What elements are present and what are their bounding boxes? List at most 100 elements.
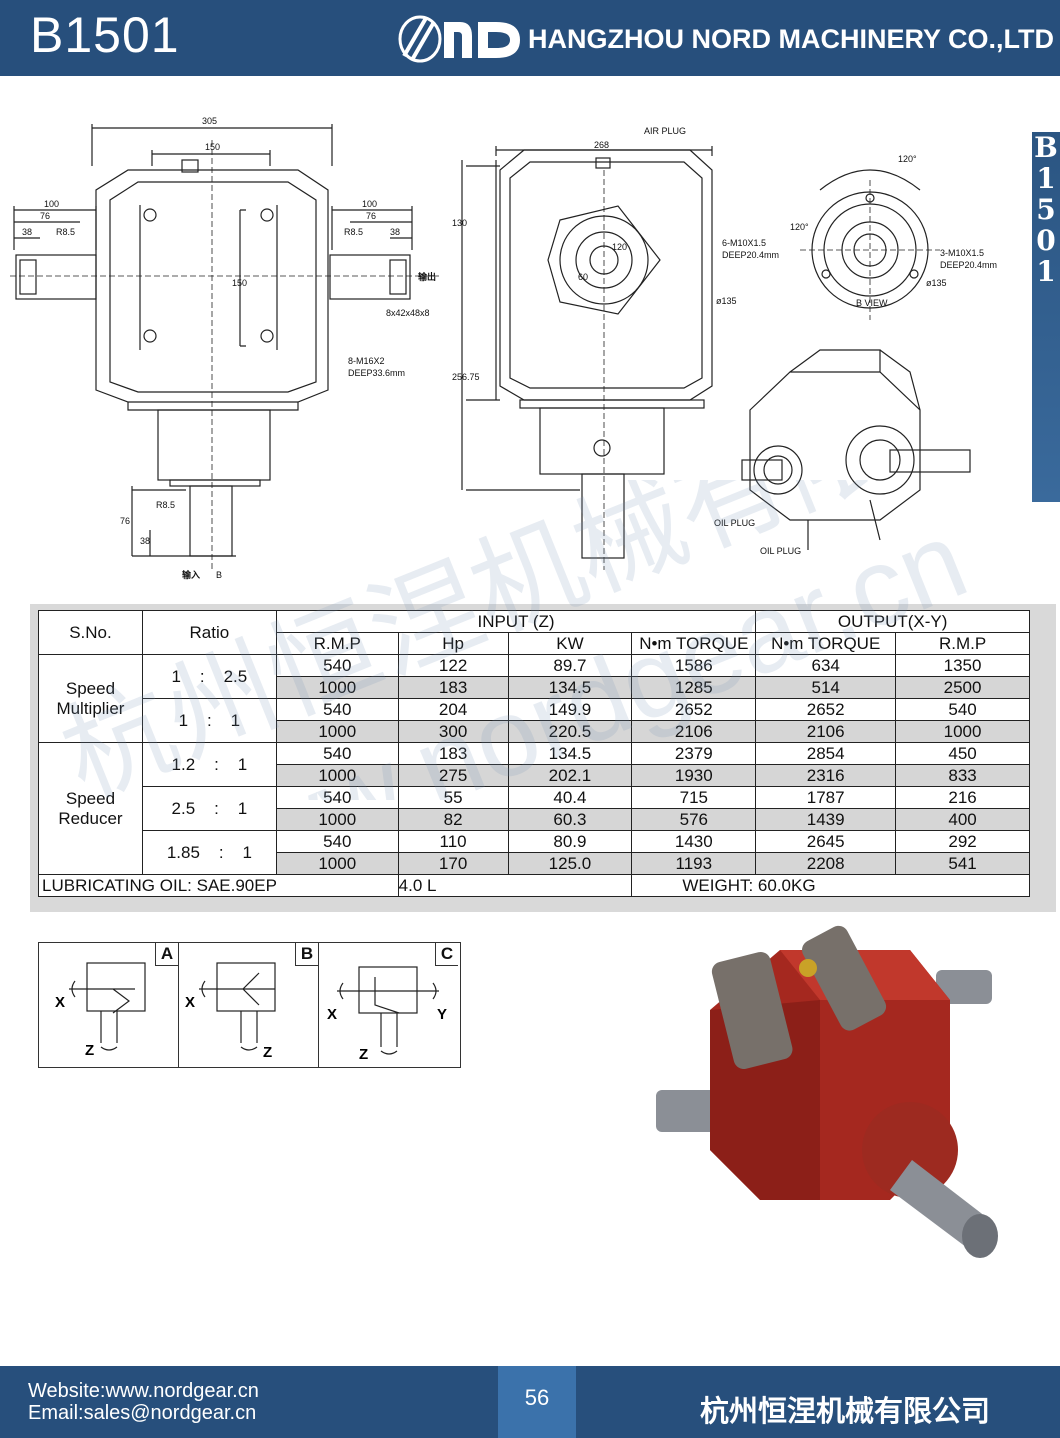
ratio-sep: : xyxy=(199,666,205,686)
cell: 89.7 xyxy=(507,654,633,677)
cell: 1000 xyxy=(275,764,399,787)
header-bar: B1501 HANGZHOU NORD MACHINERY CO.,LTD xyxy=(0,0,1060,76)
cell: 715 xyxy=(631,786,757,809)
cell: 2379 xyxy=(631,742,757,765)
ratio-a: 1.85 xyxy=(166,842,200,862)
diagram-c: C X Y Z xyxy=(319,943,458,1067)
dim-label: 120 xyxy=(612,242,627,252)
ratio-b: 1 xyxy=(242,842,252,862)
ratio-cell: 1 : 2.5 xyxy=(141,654,277,699)
footer-bar: Website:www.nordgear.cn Email:sales@nord… xyxy=(0,1366,1060,1438)
cell: 125.0 xyxy=(507,852,633,875)
dim-label: 3-M10X1.5 xyxy=(940,248,984,258)
diagram-letter: C xyxy=(435,943,458,966)
cell: 1000 xyxy=(275,852,399,875)
website-link[interactable]: Website:www.nordgear.cn xyxy=(28,1380,259,1402)
cell: 450 xyxy=(895,742,1030,765)
oil-plug-label: OIL PLUG xyxy=(760,546,801,556)
oil-plug-label: OIL PLUG xyxy=(714,518,755,528)
ratio-sep: : xyxy=(207,710,212,730)
b-view-label: B VIEW xyxy=(856,298,888,308)
header-ratio: Ratio xyxy=(141,610,277,655)
footer-contact: Website:www.nordgear.cn Email:sales@nord… xyxy=(28,1380,259,1424)
dim-label: 120° xyxy=(790,222,809,232)
cell: 1193 xyxy=(631,852,757,875)
gear-schematic-icon: X Z xyxy=(55,962,146,1059)
cell: 400 xyxy=(895,808,1030,831)
dim-label: ø135 xyxy=(926,278,947,288)
cell: 1586 xyxy=(631,654,757,677)
cell: 1285 xyxy=(631,676,757,699)
ratio-a: 1.2 xyxy=(171,754,196,774)
side-tab-char: B xyxy=(1034,131,1058,164)
footer-cn-company: 杭州恒涅机械有限公司 xyxy=(700,1394,991,1428)
dim-label: DEEP20.4mm xyxy=(940,260,997,270)
dim-label: 76 xyxy=(120,516,130,526)
dim-label: R8.5 xyxy=(156,500,175,510)
oil-amount: 4.0 L xyxy=(397,874,633,897)
rotation-diagrams: A X Z B X Z C X Y xyxy=(38,942,461,1068)
header-hp: Hp xyxy=(397,632,509,655)
diagram-a: A X Z xyxy=(39,943,179,1067)
cell: 576 xyxy=(631,808,757,831)
cell: 183 xyxy=(397,676,509,699)
cell: 149.9 xyxy=(507,698,633,721)
dim-label: 150 xyxy=(205,142,220,152)
dim-label: 38 xyxy=(140,536,150,546)
output-label: 输出 xyxy=(418,271,436,282)
cell: 541 xyxy=(895,852,1030,875)
group-speed-multiplier: Speed Multiplier xyxy=(38,654,143,743)
cell: 540 xyxy=(895,698,1030,721)
dim-label: 100 xyxy=(44,199,59,209)
input-label: 输入 xyxy=(182,569,200,580)
axis-label: Z xyxy=(359,1046,368,1063)
cell: 80.9 xyxy=(507,830,633,853)
cell: 1350 xyxy=(895,654,1030,677)
header-rmp-out: R.M.P xyxy=(895,632,1030,655)
technical-drawing: 305 150 100 76 38 R8.5 100 76 38 R8.5 15… xyxy=(10,116,997,580)
ratio-sep: : xyxy=(214,754,219,774)
cell: 1430 xyxy=(631,830,757,853)
gearbox-photo xyxy=(656,925,998,1258)
ratio-cell: 2.5 : 1 xyxy=(141,786,277,831)
side-tab-char: 0 xyxy=(1036,224,1056,257)
cell: 1000 xyxy=(275,676,399,699)
cell: 220.5 xyxy=(507,720,633,743)
dim-label: 150 xyxy=(232,278,247,288)
ratio-a: 1 xyxy=(178,710,189,730)
cell: 634 xyxy=(755,654,897,677)
cell: 2316 xyxy=(755,764,897,787)
email-link[interactable]: Email:sales@nordgear.cn xyxy=(28,1402,257,1424)
spec-table: S.No. Ratio INPUT (Z) OUTPUT(X-Y) R.M.P … xyxy=(38,610,1030,897)
header-torque-in: N•m TORQUE xyxy=(631,632,757,655)
cell: 1930 xyxy=(631,764,757,787)
dim-label: 256.75 xyxy=(452,372,480,382)
ratio-sep: : xyxy=(218,842,224,862)
cell: 540 xyxy=(275,786,399,809)
dim-label: R8.5 xyxy=(56,227,75,237)
group-speed-reducer: Speed Reducer xyxy=(38,742,143,875)
cell: 2500 xyxy=(895,676,1030,699)
cell: 134.5 xyxy=(507,742,633,765)
diagram-b: B X Z xyxy=(179,943,319,1067)
cell: 540 xyxy=(275,830,399,853)
ratio-b: 1 xyxy=(237,754,248,774)
ratio-cell: 1.2 : 1 xyxy=(141,742,277,787)
cell: 2854 xyxy=(755,742,897,765)
cell: 2106 xyxy=(755,720,897,743)
header-output: OUTPUT(X-Y) xyxy=(755,610,1030,633)
ratio-b: 1 xyxy=(237,798,248,818)
cell: 82 xyxy=(397,808,509,831)
side-tab-char: 5 xyxy=(1036,193,1056,226)
model-title: B1501 xyxy=(30,7,180,63)
axis-label: X xyxy=(327,1006,337,1023)
diagram-letter: B xyxy=(295,943,318,966)
cell: 540 xyxy=(275,654,399,677)
cell: 2645 xyxy=(755,830,897,853)
cell: 202.1 xyxy=(507,764,633,787)
axis-label: X xyxy=(55,994,65,1011)
group-label: Reducer xyxy=(58,808,123,828)
axis-label: Y xyxy=(437,1006,447,1023)
header-torque-out: N•m TORQUE xyxy=(755,632,897,655)
dim-label: ø135 xyxy=(716,296,737,306)
